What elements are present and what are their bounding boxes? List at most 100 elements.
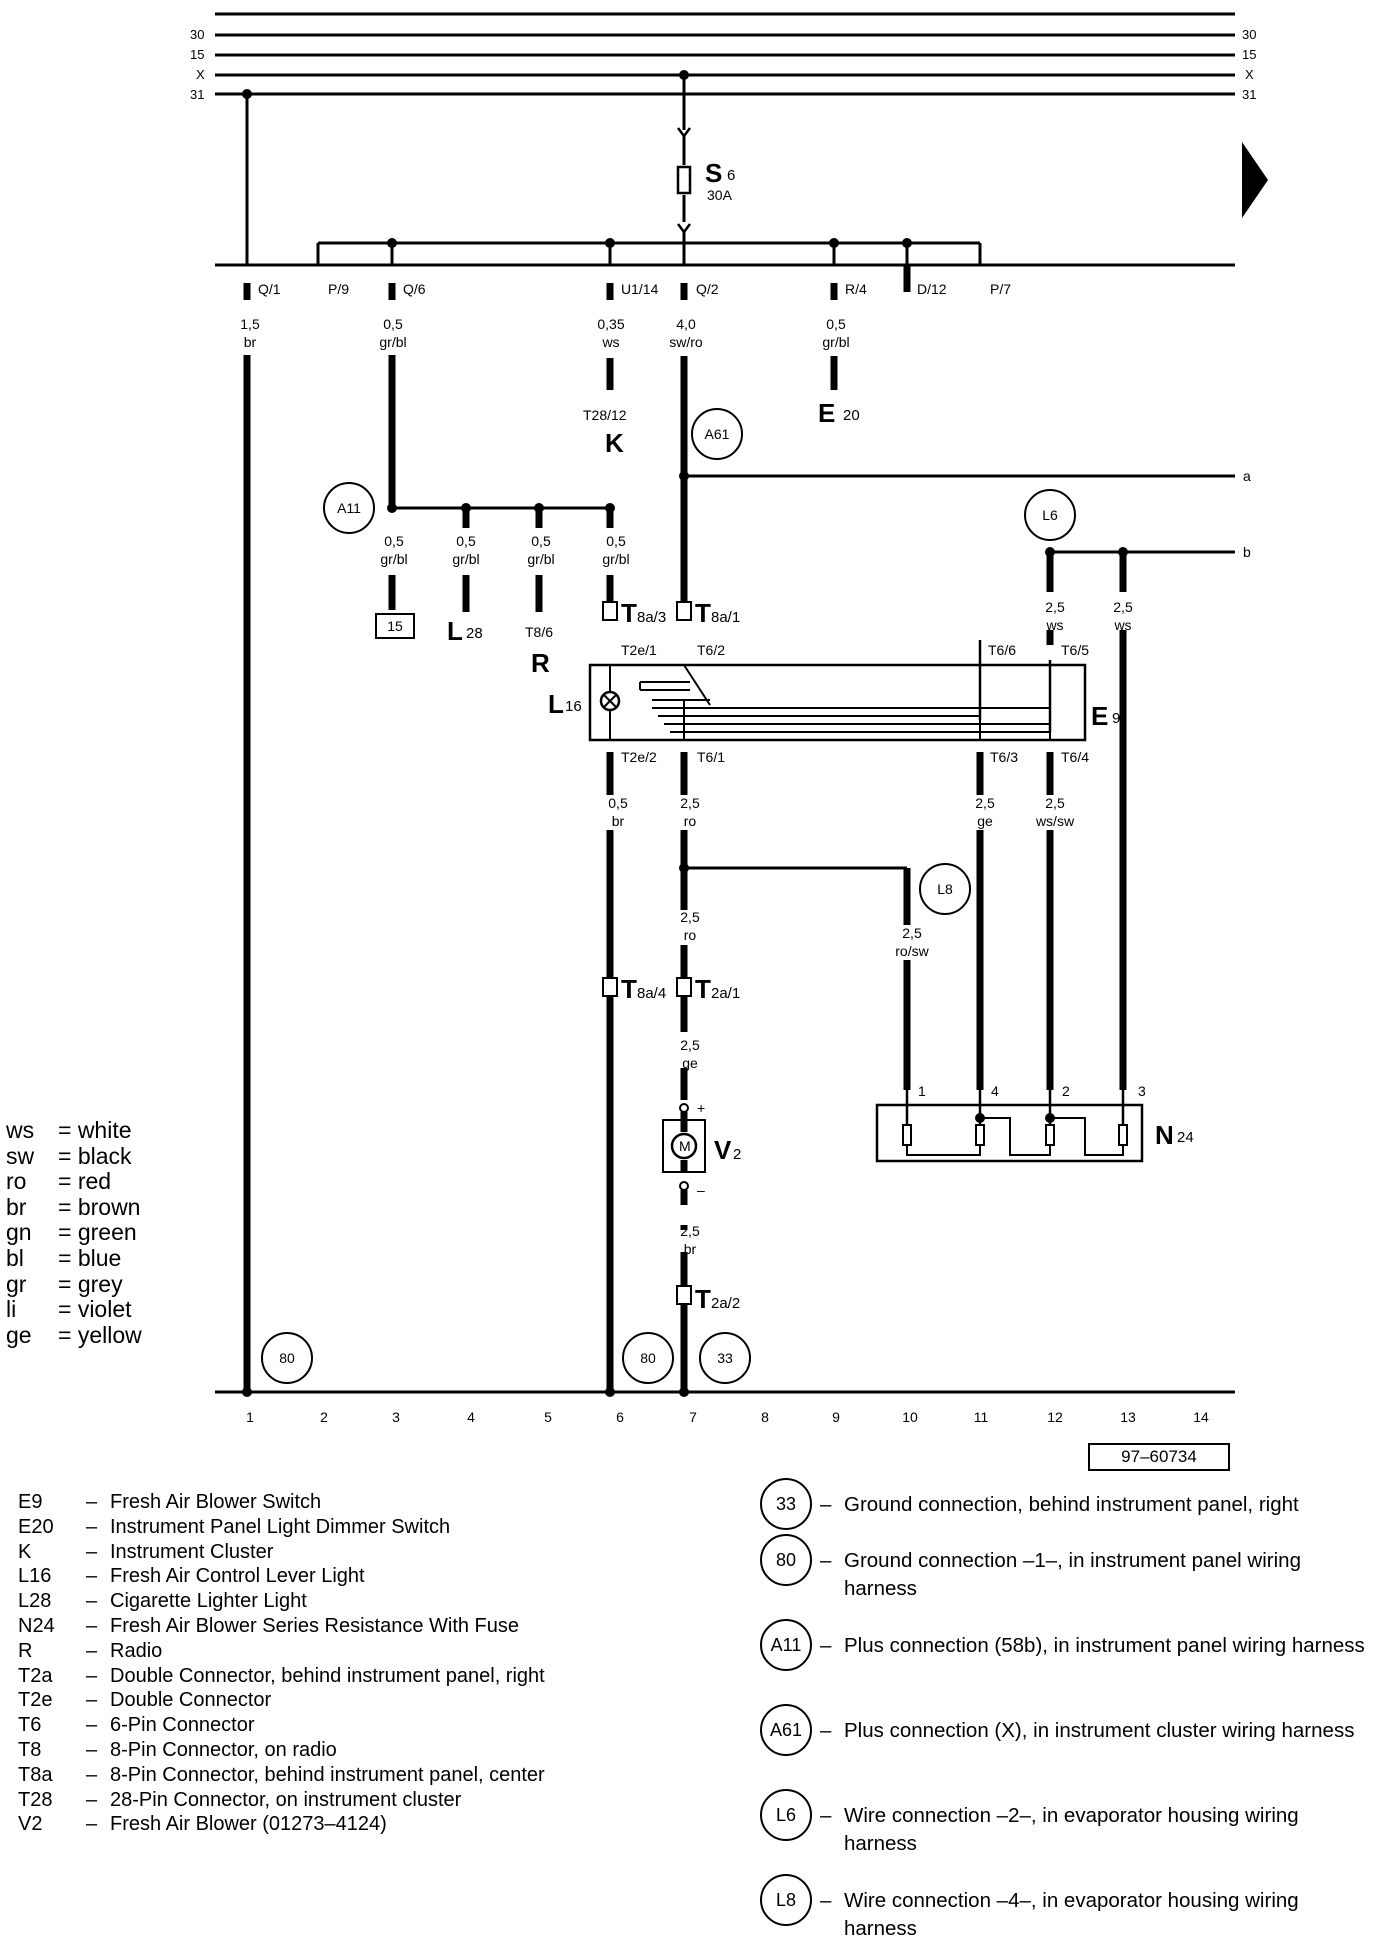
motor-symbol-label: M	[679, 1138, 691, 1154]
connection-id: L6	[760, 1789, 812, 1841]
connection-row: 80 –Ground connection –1–, in instrument…	[760, 1534, 1370, 1603]
wire-size: 2,5	[1045, 599, 1065, 615]
rail-label-left: 31	[190, 87, 204, 102]
component-row: T2e–Double Connector	[18, 1689, 272, 1712]
component-row: V2–Fresh Air Blower (01273–4124)	[18, 1813, 387, 1836]
connector-t8a1-sub: 8a/1	[711, 609, 740, 626]
component-code: T8a	[18, 1763, 53, 1786]
rail-label-right: 15	[1242, 47, 1256, 62]
color-legend: ws = white sw= black ro= red br= brown gn…	[6, 1117, 176, 1349]
legend-row: ro= red	[6, 1169, 176, 1195]
connector-t2a1-sub: 2a/1	[711, 985, 740, 1002]
wire-size: 1,5	[240, 316, 260, 332]
component-code: E20	[18, 1515, 54, 1538]
connection-id: A61	[760, 1704, 812, 1756]
output-b-label: b	[1243, 544, 1251, 560]
component-desc: Fresh Air Control Lever Light	[110, 1565, 365, 1588]
connection-row: L8 –Wire connection –4–, in evaporator h…	[760, 1874, 1370, 1943]
component-desc: 8-Pin Connector, on radio	[110, 1738, 337, 1761]
wire-size: 0,5	[826, 316, 846, 332]
wire-color: gr/bl	[452, 551, 479, 567]
legend-abbr: ge	[6, 1321, 32, 1348]
legend-abbr: gn	[6, 1219, 32, 1246]
legend-row: gr= grey	[6, 1270, 176, 1298]
wire-color: gr/bl	[380, 551, 407, 567]
component-desc: Instrument Cluster	[110, 1540, 274, 1563]
rail-label-right: 30	[1242, 27, 1256, 42]
legend-row: gn= green	[6, 1220, 176, 1246]
wire-color: ws	[1045, 617, 1063, 633]
legend-abbr: li	[6, 1296, 17, 1323]
terminal-label: Q/6	[403, 281, 426, 297]
ground-33: 33	[717, 1350, 733, 1366]
wire-color: ge	[682, 1055, 698, 1071]
legend-name: = white	[58, 1117, 132, 1143]
wire-size: 0,5	[608, 795, 628, 811]
fuse-label: S	[705, 158, 722, 188]
component-v2-sub: 2	[733, 1146, 741, 1163]
wire-size: 2,5	[1113, 599, 1133, 615]
terminal-label: Q/1	[258, 281, 281, 297]
component-row: E20–Instrument Panel Light Dimmer Switch	[18, 1515, 451, 1538]
legend-row: sw= black	[6, 1142, 176, 1170]
component-row: T6–6-Pin Connector	[18, 1714, 255, 1737]
connection-id: 33	[760, 1478, 812, 1530]
pin-label: T2e/1	[621, 642, 657, 658]
connection-id: A11	[760, 1619, 812, 1671]
component-desc: Fresh Air Blower Series Resistance With …	[110, 1614, 520, 1637]
legend-name: = red	[58, 1168, 112, 1195]
motor-v2	[670, 1132, 698, 1160]
column-number: 5	[544, 1409, 552, 1425]
connection-desc: Ground connection, behind instrument pan…	[844, 1493, 1299, 1516]
legend-abbr: sw	[6, 1142, 35, 1169]
legend-name: = grey	[58, 1270, 123, 1297]
continuation-arrow-icon	[1242, 142, 1268, 218]
column-number: 2	[320, 1409, 328, 1425]
legend-row: ws = white	[6, 1117, 176, 1144]
column-number: 4	[467, 1409, 475, 1425]
pin-label: T6/2	[697, 642, 725, 658]
component-code: T8	[18, 1738, 42, 1761]
terminal-15-box: 15	[387, 618, 403, 634]
fuse-s6	[676, 165, 692, 195]
connection-l6: L6	[1042, 507, 1058, 523]
n24-pin: 2	[1062, 1083, 1070, 1099]
component-row: L28–Cigarette Lighter Light	[18, 1590, 307, 1613]
legend-name: = brown	[58, 1193, 141, 1220]
connection-a11: A11	[337, 500, 361, 516]
connector-t8a4-label: T	[621, 974, 637, 1004]
pin-label: T6/4	[1061, 749, 1089, 765]
component-row: R–Radio	[18, 1639, 163, 1662]
rail-label-left: X	[196, 67, 205, 82]
wire-color: gr/bl	[602, 551, 629, 567]
wiring-diagram: 30 15 X 31 30 15 X 31 S 6 30A Q/1 P/9 Q/…	[190, 12, 1268, 1425]
connection-desc: Wire connection –2–, in evaporator housi…	[844, 1804, 1299, 1855]
column-number: 10	[902, 1409, 918, 1425]
component-v2-label: V	[714, 1135, 732, 1165]
wire-size: 0,5	[531, 533, 551, 549]
wire-color: br	[684, 1241, 697, 1257]
component-code: R	[18, 1639, 33, 1662]
wire-size: 2,5	[680, 1037, 700, 1053]
component-code: V2	[18, 1813, 43, 1836]
legend-row: br= brown	[6, 1193, 176, 1221]
legend-row: ge= yellow	[6, 1321, 176, 1349]
component-row: K–Instrument Cluster	[18, 1540, 274, 1563]
wire-color: ro/sw	[895, 943, 929, 959]
switch-e9-box	[588, 663, 1087, 742]
component-code: T2e	[18, 1689, 53, 1712]
connection-id: L8	[760, 1874, 812, 1926]
column-number: 12	[1047, 1409, 1063, 1425]
connection-desc: Ground connection –1–, in instrument pan…	[844, 1549, 1301, 1600]
legend-abbr: ws	[6, 1117, 35, 1143]
component-desc: Fresh Air Blower (01273–4124)	[110, 1813, 387, 1836]
component-e20-sub: 20	[843, 407, 860, 424]
terminal-label: P/7	[990, 281, 1011, 297]
connector-t86-label: T8/6	[525, 624, 553, 640]
column-number: 11	[974, 1409, 989, 1425]
column-number: 8	[761, 1409, 769, 1425]
wire-size: 0,35	[597, 316, 624, 332]
component-k-label: K	[605, 428, 624, 458]
wire-size: 2,5	[680, 909, 700, 925]
resistor-n24-box	[875, 1103, 1144, 1163]
